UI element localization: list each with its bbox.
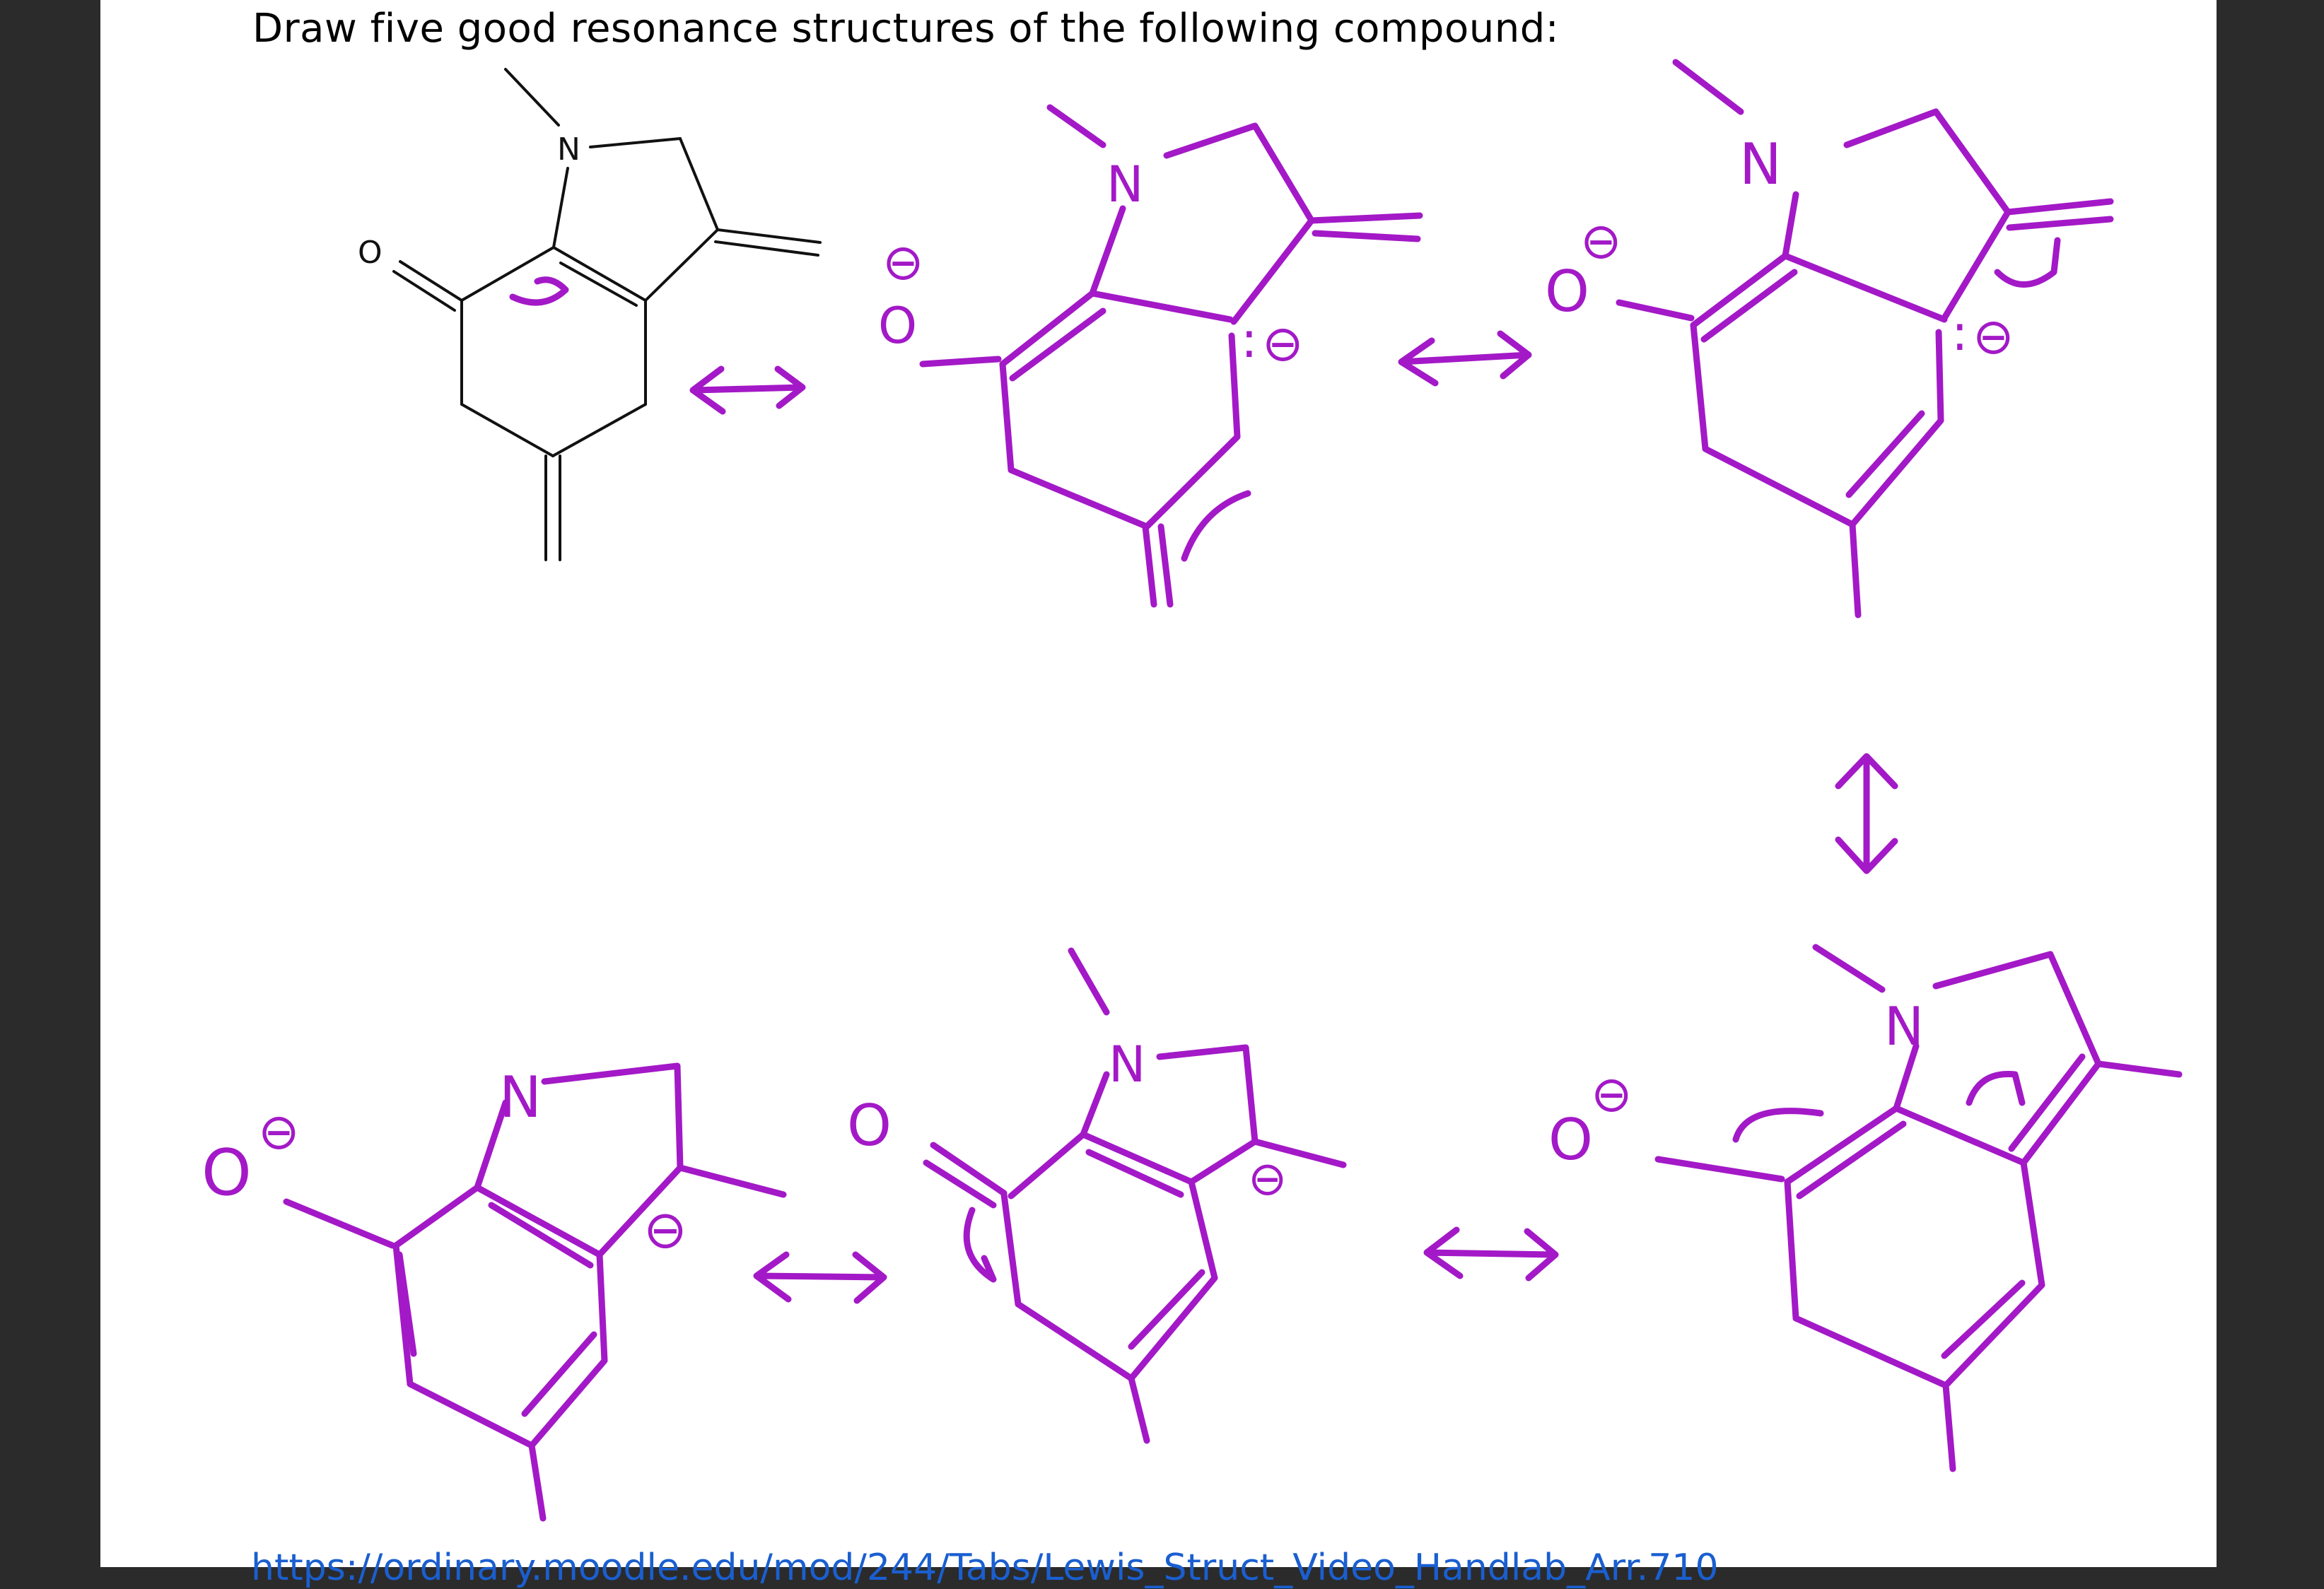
curved-arrow-icon <box>1994 237 2061 288</box>
negative-charge-icon: ⊖ <box>1591 1065 1633 1123</box>
resonance-arrow-icon <box>689 365 806 415</box>
nitrogen-label: N <box>1739 131 1782 197</box>
resonance-arrow-icon <box>1835 753 1898 874</box>
negative-charge-icon: ⊖ <box>1580 212 1622 270</box>
resonance-structure-4: N O ⊖ <box>1548 944 2183 1472</box>
negative-charge-icon: ⊖ <box>1262 315 1304 373</box>
lone-pair-icon: : <box>1241 311 1258 369</box>
oxygen-label: O <box>1545 259 1589 324</box>
negative-charge-icon: ⊖ <box>643 1200 687 1260</box>
oxygen-label: O <box>847 1093 892 1159</box>
resonance-structure-2: N O ⊖ : ⊖ <box>878 104 1423 608</box>
oxygen-label: O <box>202 1136 252 1210</box>
resonance-structure-5: N O ⊖ <box>847 947 1347 1444</box>
oxygen-label: O <box>878 297 917 355</box>
negative-charge-icon: ⊖ <box>882 233 924 291</box>
resonance-structure-3: N O ⊖ : ⊖ <box>1545 59 2114 618</box>
curved-arrow-icon <box>1732 1108 1824 1143</box>
printed-structure: N O <box>358 68 822 561</box>
curved-arrow-icon <box>1966 1071 2026 1106</box>
curved-arrow-icon <box>509 276 569 306</box>
oxygen-label: O <box>1548 1107 1593 1173</box>
curved-arrow-icon <box>1181 490 1251 562</box>
negative-charge-icon: ⊖ <box>1248 1151 1287 1206</box>
nitrogen-label: N <box>1106 156 1143 213</box>
lone-pair-icon: : <box>1951 304 1968 362</box>
curved-arrow-icon <box>963 1207 997 1283</box>
negative-charge-icon: ⊖ <box>258 1103 300 1161</box>
nitrogen-label: N <box>499 1065 542 1130</box>
resonance-structure-6: N O ⊖ ⊖ <box>202 1062 787 1522</box>
resource-link[interactable]: https://ordinary.moodle.edu/mod/244/Tabs… <box>251 1547 1719 1589</box>
resonance-arrow-icon <box>1398 330 1532 387</box>
resonance-arrow-icon <box>1423 1226 1559 1282</box>
printed-oxygen-label: O <box>358 235 383 271</box>
negative-charge-icon: ⊖ <box>1973 307 2014 365</box>
resonance-arrow-icon <box>753 1251 887 1304</box>
resonance-arrows <box>689 330 1898 1304</box>
printed-nitrogen-label: N <box>557 131 580 168</box>
nitrogen-label: N <box>1109 1036 1145 1093</box>
question-text: Draw five good resonance structures of t… <box>252 6 1560 52</box>
